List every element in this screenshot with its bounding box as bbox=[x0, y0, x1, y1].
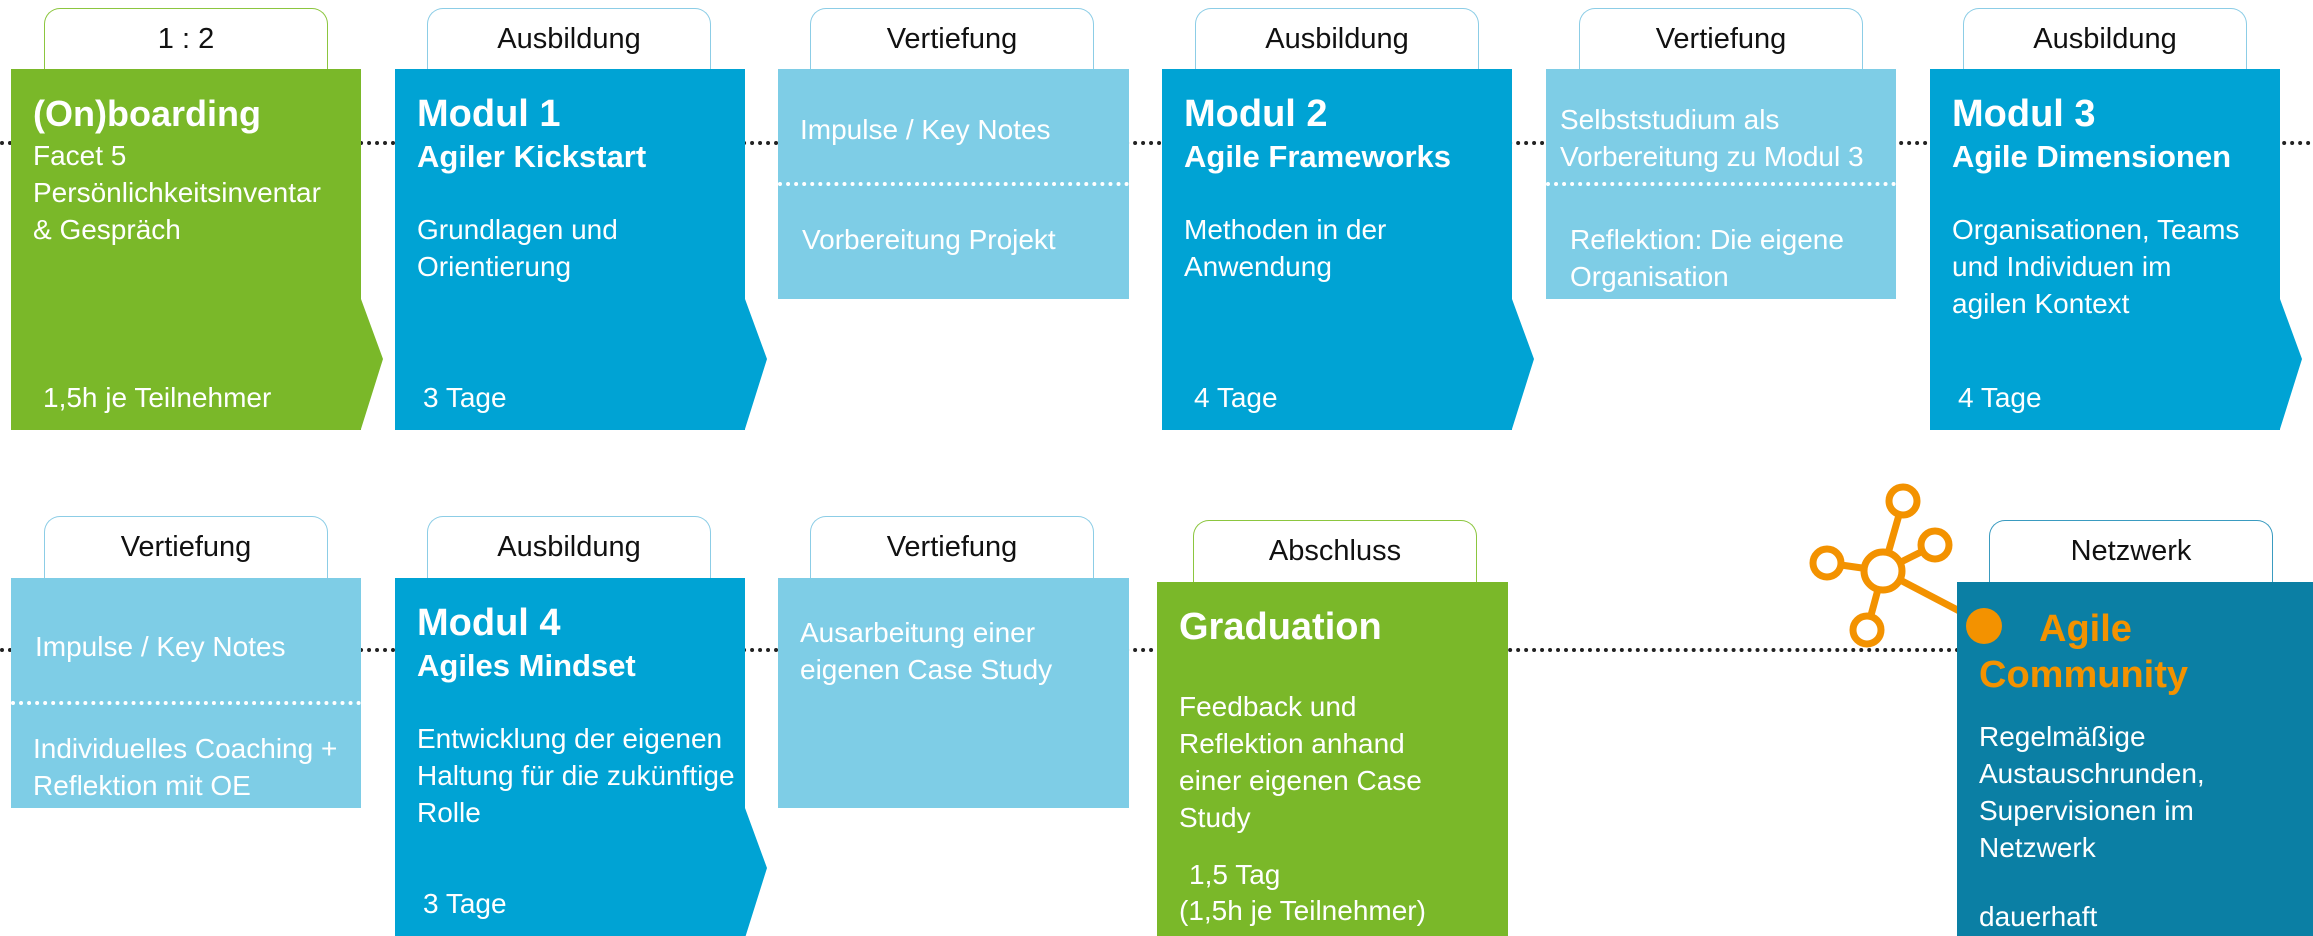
tab-onboarding: 1 : 2 bbox=[44, 8, 328, 74]
card-modul-2: Modul 2 Agile Frameworks Methoden in der… bbox=[1162, 69, 1534, 430]
card-subtitle: Agile Dimensionen bbox=[1952, 139, 2232, 174]
card-modul-3: Modul 3 Agile Dimensionen Organisationen… bbox=[1930, 69, 2302, 430]
card-line: Facet 5 bbox=[33, 140, 127, 171]
tab-abschluss: Abschluss bbox=[1193, 520, 1477, 586]
card-modul-1: Modul 1 Agiler Kickstart Grundlagen und … bbox=[395, 69, 767, 430]
card-vertiefung-3: Impulse / Key Notes Individuelles Coachi… bbox=[11, 578, 361, 808]
card-footer: 3 Tage bbox=[423, 888, 507, 919]
card-top-text: Impulse / Key Notes bbox=[35, 631, 286, 662]
card-modul-4: Modul 4 Agiles Mindset Entwicklung der e… bbox=[395, 578, 767, 936]
card-footer: 1,5h je Teilnehmer bbox=[43, 382, 272, 413]
timeline-row-1 bbox=[0, 141, 2313, 145]
card-body: Ausarbeitung einer eigenen Case Study bbox=[800, 617, 1053, 685]
card-bottom-text: Reflektion: Die eigene Organisation bbox=[1570, 224, 1844, 292]
card-vertiefung-2: Selbststudium als Vorbereitung zu Modul … bbox=[1546, 69, 1896, 299]
card-title: Graduation bbox=[1179, 606, 1382, 648]
card-graduation: Graduation Feedback und Reflektion anhan… bbox=[1157, 582, 1508, 936]
tab-vertiefung-4: Vertiefung bbox=[810, 516, 1094, 582]
card-title-2: Community bbox=[1979, 654, 2188, 696]
card-footer: dauerhaft bbox=[1979, 901, 2098, 932]
timeline-row-2 bbox=[0, 648, 2313, 652]
tab-modul-3: Ausbildung bbox=[1963, 8, 2247, 74]
card-vertiefung-1: Impulse / Key Notes Vorbereitung Projekt bbox=[778, 69, 1129, 299]
card-body: Entwicklung der eigenen Haltung für die … bbox=[417, 723, 735, 828]
card-divider bbox=[778, 182, 1129, 186]
card-footer: 1,5 Tag bbox=[1189, 859, 1281, 890]
tab-vertiefung-2: Vertiefung bbox=[1579, 8, 1863, 74]
card-body: Regelmäßige Austauschrunden, Supervision… bbox=[1979, 721, 2205, 863]
card-title: (On)boarding bbox=[33, 93, 261, 134]
card-agile-community: Agile Community Regelmäßige Austauschrun… bbox=[1957, 582, 2313, 936]
card-vertiefung-4: Ausarbeitung einer eigenen Case Study bbox=[778, 578, 1129, 808]
card-body: Methoden in der Anwendung bbox=[1184, 214, 1387, 282]
card-body: Organisationen, Teams und Individuen im … bbox=[1952, 214, 2240, 319]
card-subtitle: Agiler Kickstart bbox=[417, 139, 647, 174]
card-divider bbox=[1546, 182, 1896, 186]
card-line: & Gespräch bbox=[33, 214, 181, 245]
card-line: Persönlichkeitsinventar bbox=[33, 177, 321, 208]
card-title: Modul 2 bbox=[1184, 93, 1328, 135]
card-footer: 4 Tage bbox=[1958, 382, 2042, 413]
tab-modul-2: Ausbildung bbox=[1195, 8, 1479, 74]
tab-netzwerk: Netzwerk bbox=[1989, 520, 2273, 586]
card-divider bbox=[11, 701, 361, 705]
card-top-text: Selbststudium als Vorbereitung zu Modul … bbox=[1560, 104, 1864, 172]
network-node-icon bbox=[1966, 608, 2002, 644]
card-top-text: Impulse / Key Notes bbox=[800, 114, 1051, 145]
tab-vertiefung-1: Vertiefung bbox=[810, 8, 1094, 74]
card-footer-note: (1,5h je Teilnehmer) bbox=[1179, 895, 1426, 926]
card-subtitle: Agile Frameworks bbox=[1184, 139, 1452, 174]
card-bottom-text: Individuelles Coaching + Reflektion mit … bbox=[33, 733, 338, 801]
tab-vertiefung-3: Vertiefung bbox=[44, 516, 328, 582]
card-footer: 4 Tage bbox=[1194, 382, 1278, 413]
card-bottom-text: Vorbereitung Projekt bbox=[802, 224, 1056, 255]
card-subtitle: Agiles Mindset bbox=[417, 648, 636, 683]
card-onboarding: (On)boarding Facet 5 Persönlichkeitsinve… bbox=[11, 69, 383, 430]
tab-modul-1: Ausbildung bbox=[427, 8, 711, 74]
card-title: Modul 4 bbox=[417, 602, 561, 644]
card-title: Modul 1 bbox=[417, 93, 561, 135]
card-title: Agile bbox=[2039, 608, 2132, 650]
card-footer: 3 Tage bbox=[423, 382, 507, 413]
tab-modul-4: Ausbildung bbox=[427, 516, 711, 582]
card-body: Feedback und Reflektion anhand einer eig… bbox=[1179, 691, 1422, 833]
card-body: Grundlagen und Orientierung bbox=[417, 214, 618, 282]
card-title: Modul 3 bbox=[1952, 93, 2096, 135]
